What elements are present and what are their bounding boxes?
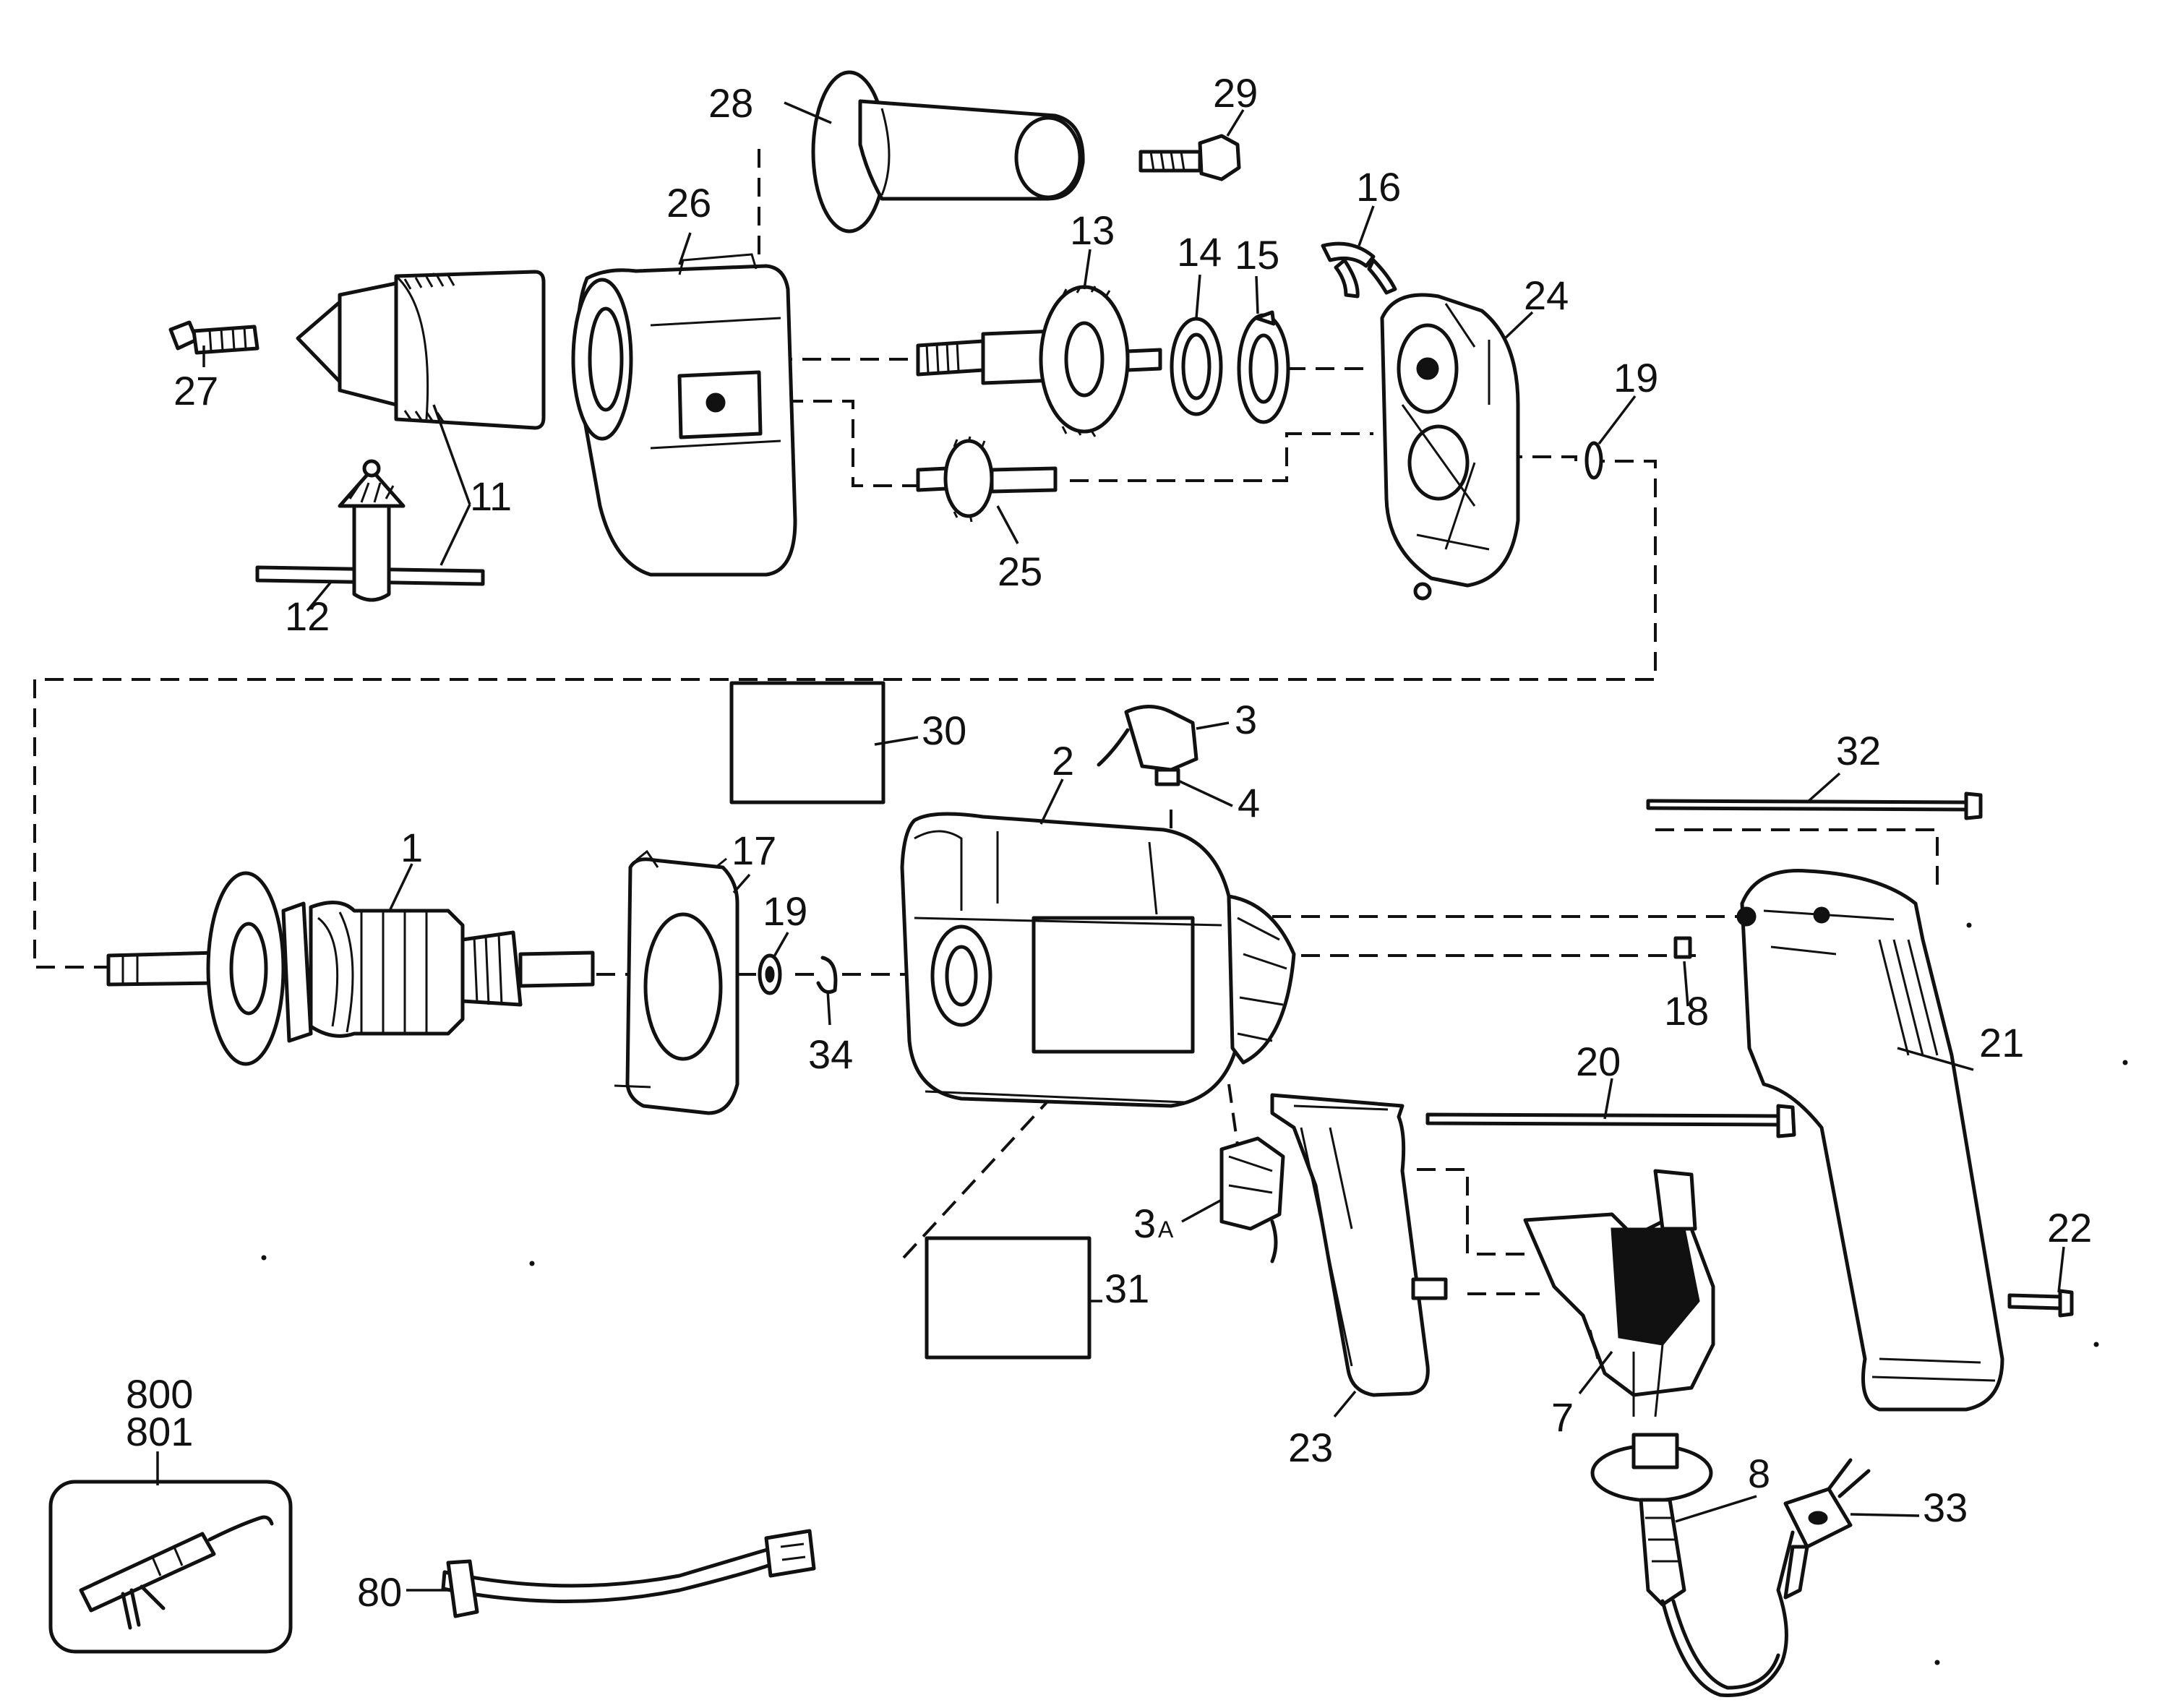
label-7: 7 [1551, 1394, 1574, 1440]
label-3: 3 [1235, 697, 1257, 742]
label-21: 21 [1979, 1020, 2024, 1065]
part-33-power-cord [1660, 1458, 1871, 1697]
label-30: 30 [922, 708, 966, 753]
label-8: 8 [1748, 1451, 1770, 1496]
part-15-retaining-ring [1237, 310, 1290, 424]
part-26-gear-case [571, 253, 797, 577]
label-26: 26 [666, 180, 711, 226]
label-12: 12 [285, 593, 330, 639]
part-31-label [925, 1236, 1092, 1360]
label-15: 15 [1235, 232, 1279, 278]
label-29: 29 [1213, 70, 1258, 116]
label-24: 24 [1524, 272, 1569, 318]
label-14: 14 [1177, 229, 1222, 275]
part-2-motor-housing [900, 812, 1296, 1108]
scan-speckles [261, 922, 2128, 1665]
label-801: 801 [126, 1409, 193, 1454]
part-24-bearing-plate [1380, 293, 1520, 601]
label-80: 80 [357, 1569, 402, 1615]
label-20: 20 [1576, 1039, 1621, 1084]
part-34-retaining-clip [816, 956, 838, 994]
part-3a-brush-holder [1219, 1136, 1285, 1263]
label-28: 28 [708, 80, 753, 126]
label-2: 2 [1052, 738, 1074, 784]
part-19-washer-upper [1584, 441, 1603, 480]
label-16: 16 [1356, 164, 1401, 210]
label-18: 18 [1664, 988, 1709, 1034]
label-13: 13 [1070, 207, 1115, 253]
part-29-bolt [1138, 134, 1241, 181]
label-800: 800 [126, 1371, 193, 1417]
part-number-labels: 28 29 26 13 14 15 16 24 19 27 11 12 25 3… [126, 70, 2092, 1615]
part-20-handle-screw [1425, 1104, 1796, 1138]
part-1-armature [106, 871, 595, 1066]
label-3a-suffix: A [1158, 1216, 1174, 1243]
label-33: 33 [1923, 1485, 1968, 1530]
label-27: 27 [173, 368, 218, 413]
part-17-brush-holder-plate [614, 849, 739, 1115]
part-18-screw [1673, 936, 1692, 959]
part-22-screw [2007, 1289, 2074, 1318]
part-13-output-spindle [916, 285, 1162, 437]
label-25: 25 [998, 549, 1042, 594]
label-17: 17 [732, 828, 776, 873]
part-7-switch [1523, 1169, 1715, 1417]
label-19-lower: 19 [763, 888, 807, 934]
label-11: 11 [470, 473, 512, 519]
label-19-upper: 19 [1613, 355, 1658, 400]
part-12-chuck-key [255, 459, 485, 602]
leader-lines [156, 101, 2065, 1592]
label-23: 23 [1288, 1425, 1333, 1470]
part-21-handle-housing [1736, 869, 2004, 1412]
part-28-side-handle [811, 70, 1085, 233]
part-14-bearing-ring [1170, 317, 1223, 416]
label-22: 22 [2047, 1205, 2092, 1250]
part-27-chuck-screw [168, 320, 260, 355]
part-32-housing-screw [1646, 791, 1983, 820]
part-8-cord-protector [1590, 1433, 1713, 1607]
part-25-intermediate-gear [916, 436, 1058, 523]
part-11-chuck [296, 270, 546, 430]
label-31: 31 [1105, 1266, 1149, 1311]
label-1: 1 [400, 825, 423, 870]
label-32: 32 [1836, 728, 1881, 773]
part-23-handle-cover [1270, 1093, 1448, 1397]
label-34: 34 [808, 1031, 853, 1077]
part-800-801-brush-assembly [48, 1480, 293, 1654]
part-3-brush-holder [1097, 705, 1198, 786]
part-80-lead-wire [441, 1529, 816, 1618]
label-3a: 3 [1133, 1201, 1156, 1246]
part-16-spring-clip [1321, 241, 1397, 299]
part-19-washer-lower [758, 953, 782, 995]
part-30-label [729, 681, 885, 804]
label-4: 4 [1238, 780, 1260, 825]
